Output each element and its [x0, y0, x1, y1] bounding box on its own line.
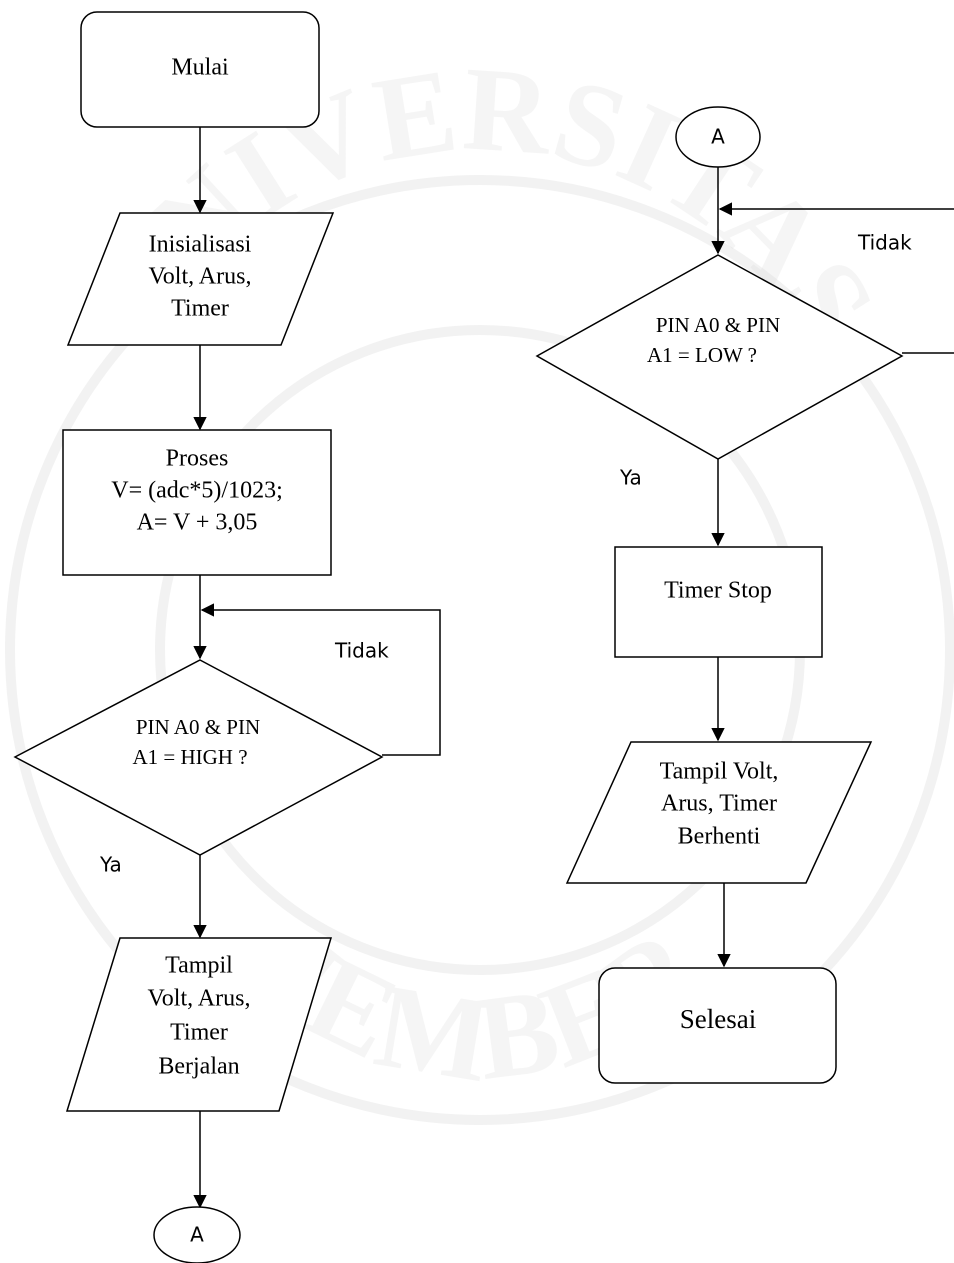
decision-high-line-1: PIN A0 & PIN: [136, 715, 260, 739]
output-running-line-3: Timer: [170, 1020, 228, 1046]
loop-no-high: [200, 603, 441, 756]
decision-high-line-2: A1 = HIGH ?: [132, 745, 247, 769]
connector-a-top-label: A: [711, 125, 725, 149]
output-running-line-4: Berjalan: [158, 1054, 239, 1080]
no-label-left: Tidak: [334, 639, 389, 663]
init-line-1: Inisialisasi: [149, 232, 252, 258]
output-running-line-2: Volt, Arus,: [148, 986, 251, 1012]
end-terminator: [598, 967, 837, 1084]
process-line-1: Proses: [166, 446, 229, 472]
process-line-3: A= V + 3,05: [137, 510, 258, 536]
output-stopped-parallelogram: [565, 741, 873, 884]
process-rectangle: [62, 429, 332, 576]
connector-a-bottom-label: A: [190, 1223, 204, 1247]
output-stopped-line-1: Tampil Volt,: [660, 759, 779, 785]
end-label: Selesai: [680, 1004, 756, 1034]
output-stopped-line-3: Berhenti: [678, 824, 761, 850]
output-running-parallelogram: [65, 937, 333, 1112]
decision-low-line-1: PIN A0 & PIN: [656, 313, 780, 337]
timer-stop-rectangle: [614, 546, 823, 658]
no-label-right: Tidak: [857, 231, 912, 255]
yes-label-left: Ya: [99, 853, 122, 877]
timer-stop-label: Timer Stop: [664, 578, 772, 604]
connector-a-bottom: [153, 1206, 241, 1263]
output-running-line-1: Tampil: [165, 953, 233, 979]
init-input-parallelogram: [66, 212, 335, 346]
decision-low-line-2: A1 = LOW ?: [647, 343, 757, 367]
watermark-outer-ring: [5, 175, 954, 1125]
init-line-3: Timer: [171, 296, 229, 322]
init-line-2: Volt, Arus,: [149, 264, 252, 290]
process-line-2: V= (adc*5)/1023;: [111, 478, 283, 504]
start-label: Mulai: [171, 55, 229, 81]
yes-label-right: Ya: [619, 466, 642, 490]
output-stopped-line-2: Arus, Timer: [661, 791, 777, 817]
